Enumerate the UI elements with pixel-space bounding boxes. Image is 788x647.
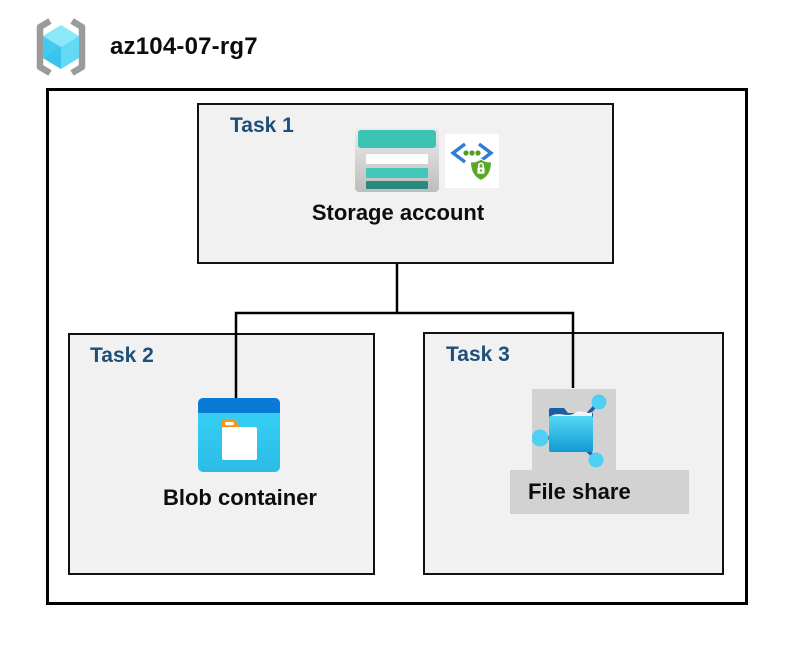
blob-container-icon <box>198 398 280 472</box>
file-share-label-background: File share <box>510 470 689 514</box>
resource-group-icon <box>36 18 86 76</box>
access-policy-icon <box>445 134 499 188</box>
blob-container-label: Blob container <box>162 485 317 510</box>
task3-label: Task 3 <box>446 343 510 366</box>
task1-label: Task 1 <box>230 114 294 137</box>
storage-account-icon <box>355 128 439 192</box>
task2-label: Task 2 <box>90 344 154 367</box>
task1-box: Task 1 Storage account <box>197 103 614 264</box>
file-share-label: File share <box>528 479 631 504</box>
task2-box: Task 2 Blob container <box>68 333 375 575</box>
resource-group-header: az104-07-rg7 <box>28 13 258 81</box>
file-share-icon <box>532 389 616 470</box>
task3-box: Task 3 File share <box>423 332 724 575</box>
storage-account-label: Storage account <box>311 200 485 225</box>
resource-group-name: az104-07-rg7 <box>110 33 258 60</box>
